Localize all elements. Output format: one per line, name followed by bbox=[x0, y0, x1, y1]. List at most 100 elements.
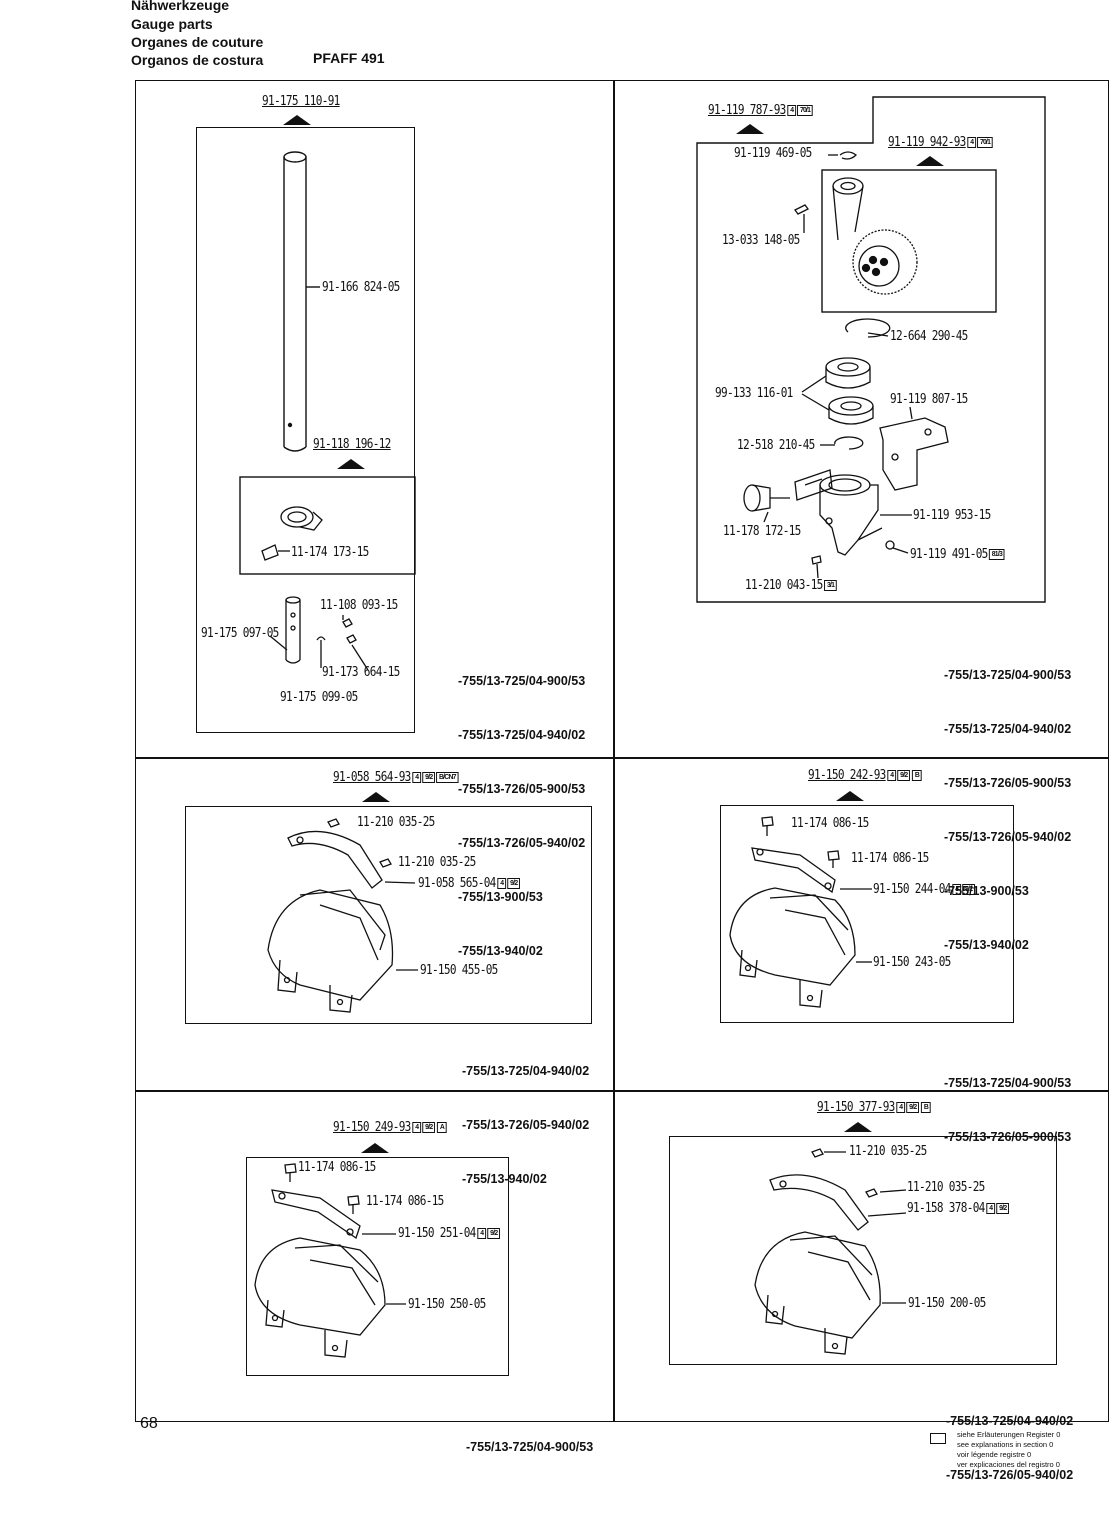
part-guard: 91-150 200-05 bbox=[908, 1296, 986, 1311]
assembly-frame bbox=[720, 805, 1014, 1023]
assembly-frame bbox=[696, 96, 1046, 603]
assembly-number-text: 91-150 249-93 bbox=[333, 1120, 411, 1135]
part-plate-number: 91-150 251-04 bbox=[398, 1226, 476, 1241]
panel5-drawing bbox=[254, 1163, 406, 1358]
tag-icon: 9/2 bbox=[487, 1228, 501, 1239]
tag-icon: 3/1 bbox=[824, 580, 838, 591]
part-hook-housing: 91-119 953-15 bbox=[913, 508, 991, 523]
subassembly-number: 91-118 196-12 bbox=[313, 437, 391, 452]
grid-divider-row1 bbox=[135, 757, 1109, 759]
part-screw-1: 11-210 035-25 bbox=[849, 1144, 927, 1159]
tag-icon: 70/1 bbox=[797, 105, 814, 116]
legend-line-fr: voir légende registre 0 bbox=[957, 1450, 1032, 1459]
tag-icon: 9/2 bbox=[906, 1102, 920, 1113]
parts-grid bbox=[135, 80, 1109, 1422]
page-number: 68 bbox=[140, 1415, 158, 1432]
clamp-drawing bbox=[261, 506, 323, 561]
part-bearing: 99-133 116-01 bbox=[715, 386, 793, 401]
grid-divider-vertical bbox=[613, 80, 615, 1422]
assembly-arrow bbox=[844, 1122, 872, 1132]
tag-icon: B bbox=[920, 1102, 931, 1113]
model-item: -755/13-725/04-940/02 bbox=[458, 728, 586, 742]
part-screw: 11-178 172-15 bbox=[723, 524, 801, 539]
part-pin-cap: 91-175 099-05 bbox=[280, 690, 358, 705]
assembly-arrow bbox=[362, 792, 390, 802]
model-item: -755/13-940/02 bbox=[458, 944, 543, 958]
assembly-arrow bbox=[836, 791, 864, 801]
tag-icon: 4 bbox=[967, 137, 977, 148]
header-title-es: Organos de costura bbox=[131, 52, 264, 68]
model-item: -755/13-725/04-900/53 bbox=[944, 668, 1072, 682]
part-screw-2: 11-210 035-25 bbox=[398, 855, 476, 870]
panel6-drawing bbox=[754, 1148, 907, 1355]
part-pin: 13-033 148-05 bbox=[722, 233, 800, 248]
tag-icon: 4 bbox=[896, 1102, 906, 1113]
part-clamp-screw: 11-174 173-15 bbox=[291, 545, 369, 560]
subassembly-frame bbox=[239, 476, 416, 575]
assembly-frame bbox=[246, 1157, 509, 1376]
legend-line-es: ver explicaciones del registro 0 bbox=[957, 1460, 1060, 1469]
part-bracket: 91-119 807-15 bbox=[890, 392, 968, 407]
looper-guard-drawing bbox=[267, 818, 418, 1013]
grid-divider-row2 bbox=[135, 1090, 1109, 1092]
model-item: -755/13-726/05-900/53 bbox=[458, 782, 586, 796]
model-item: -755/13-725/04-900/53 bbox=[466, 1440, 594, 1454]
part-shaft: 91-166 824-05 bbox=[322, 280, 400, 295]
model-item: -755/13-726/05-900/53 bbox=[944, 776, 1072, 790]
looper-guard-drawing bbox=[254, 1163, 406, 1358]
legend-line-de: siehe Erläuterungen Register 0 bbox=[957, 1430, 1061, 1439]
model-list: -755/13-725/04-940/02 -755/13-726/05-940… bbox=[462, 1026, 589, 1224]
part-small-screw-number: 11-210 043-15 bbox=[745, 578, 823, 593]
model-list: -755/13-725/04-900/53 bbox=[466, 1402, 593, 1492]
header-model: PFAFF 491 bbox=[313, 50, 385, 66]
tag-icon: 9/2 bbox=[422, 772, 436, 783]
model-item: -755/13-725/04-900/53 bbox=[458, 674, 586, 688]
tag-icon: 4 bbox=[986, 1203, 996, 1214]
looper-guard-drawing bbox=[729, 816, 872, 1008]
tag-icon: A bbox=[436, 1122, 447, 1133]
tag-icon: B bbox=[911, 770, 922, 781]
header-title-de: Nähwerkzeuge bbox=[131, 0, 230, 13]
legend-note: siehe Erläuterungen Register 0 see expla… bbox=[957, 1430, 1060, 1470]
pin-drawing bbox=[269, 596, 369, 671]
tag-icon: B/CN7 bbox=[435, 772, 459, 783]
part-retaining-ring: 12-664 290-45 bbox=[890, 329, 968, 344]
part-screw: 11-108 093-15 bbox=[320, 598, 398, 613]
assembly-number-text: 91-150 377-93 bbox=[817, 1100, 895, 1115]
tag-icon: 9/2 bbox=[962, 884, 976, 895]
model-item: -755/13-726/05-900/53 bbox=[944, 1130, 1072, 1144]
part-clip: 91-119 469-05 bbox=[734, 146, 812, 161]
legend-box-icon bbox=[930, 1433, 946, 1444]
looper-drawing bbox=[743, 151, 949, 579]
tag-icon: 9/2 bbox=[996, 1203, 1010, 1214]
assembly-frame bbox=[196, 127, 415, 733]
assembly-number-text: 91-058 564-93 bbox=[333, 770, 411, 785]
legend-line-en: see explanations in section 0 bbox=[957, 1440, 1054, 1449]
part-plate-number: 91-158 378-04 bbox=[907, 1201, 985, 1216]
part-guard: 91-150 243-05 bbox=[873, 955, 951, 970]
tag-icon: 9/2 bbox=[897, 770, 911, 781]
tag-icon: 81/3 bbox=[989, 549, 1006, 560]
part-screw-1: 11-210 035-25 bbox=[357, 815, 435, 830]
part-ring: 12-518 210-45 bbox=[737, 438, 815, 453]
model-item: -755/13-726/05-940/02 bbox=[944, 830, 1072, 844]
header-title-en: Gauge parts bbox=[131, 16, 213, 32]
tag-icon: 4 bbox=[787, 105, 797, 116]
assembly-number-text: 91-150 242-93 bbox=[808, 768, 886, 783]
model-item: -755/13-725/04-940/02 bbox=[944, 722, 1072, 736]
panel1-drawing bbox=[239, 151, 416, 671]
assembly-number-text: 91-119 787-93 bbox=[708, 103, 786, 118]
assembly-arrow bbox=[736, 124, 764, 134]
tag-icon: 9/2 bbox=[507, 878, 521, 889]
shaft-drawing bbox=[283, 151, 320, 452]
part-guard: 91-150 455-05 bbox=[420, 963, 498, 978]
model-item: -755/13-726/05-940/02 bbox=[458, 836, 586, 850]
model-item: -755/13-940/02 bbox=[944, 938, 1029, 952]
